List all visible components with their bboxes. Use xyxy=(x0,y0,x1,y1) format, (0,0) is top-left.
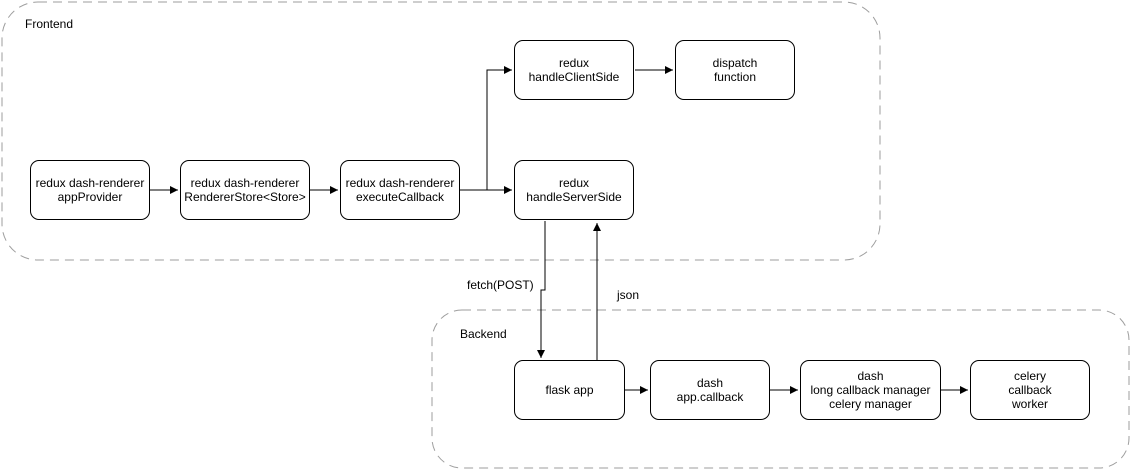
node-long-callback-manager-label: dash long callback manager celery manage… xyxy=(810,369,931,411)
backend-group-border xyxy=(431,309,1130,469)
node-dispatch-function-label: dispatch function xyxy=(712,56,758,84)
node-execute-callback[interactable]: redux dash-renderer executeCallback xyxy=(340,160,460,220)
node-long-callback-manager[interactable]: dash long callback manager celery manage… xyxy=(800,360,941,420)
edge-executecallback-to-handleclientside xyxy=(460,66,512,191)
frontend-group-label: Frontend xyxy=(25,17,74,31)
fetch-post-label: fetch(POST) xyxy=(467,278,534,292)
node-dash-app-callback-label: dash app.callback xyxy=(676,376,744,404)
node-app-provider-label: redux dash-renderer appProvider xyxy=(35,176,145,204)
node-dash-app-callback[interactable]: dash app.callback xyxy=(650,360,770,420)
node-celery-worker[interactable]: celery callback worker xyxy=(970,360,1090,420)
node-renderer-store-label: redux dash-renderer RendererStore<Store> xyxy=(184,176,306,204)
node-flask-app-label: flask app xyxy=(545,383,594,397)
node-celery-worker-label: celery callback worker xyxy=(1008,369,1052,411)
node-execute-callback-label: redux dash-renderer executeCallback xyxy=(345,176,455,204)
json-label: json xyxy=(617,288,640,302)
node-handle-client-side-label: redux handleClientSide xyxy=(528,56,620,84)
node-app-provider[interactable]: redux dash-renderer appProvider xyxy=(30,160,150,220)
node-handle-server-side[interactable]: redux handleServerSide xyxy=(514,160,634,220)
node-handle-client-side[interactable]: redux handleClientSide xyxy=(514,40,634,100)
node-dispatch-function[interactable]: dispatch function xyxy=(675,40,795,100)
node-renderer-store[interactable]: redux dash-renderer RendererStore<Store> xyxy=(180,160,310,220)
edge-handleserverside-to-flaskapp xyxy=(537,221,546,358)
frontend-group-border xyxy=(1,1,881,261)
backend-group-label: Backend xyxy=(460,327,507,341)
node-handle-server-side-label: redux handleServerSide xyxy=(526,176,622,204)
node-flask-app[interactable]: flask app xyxy=(514,360,625,420)
